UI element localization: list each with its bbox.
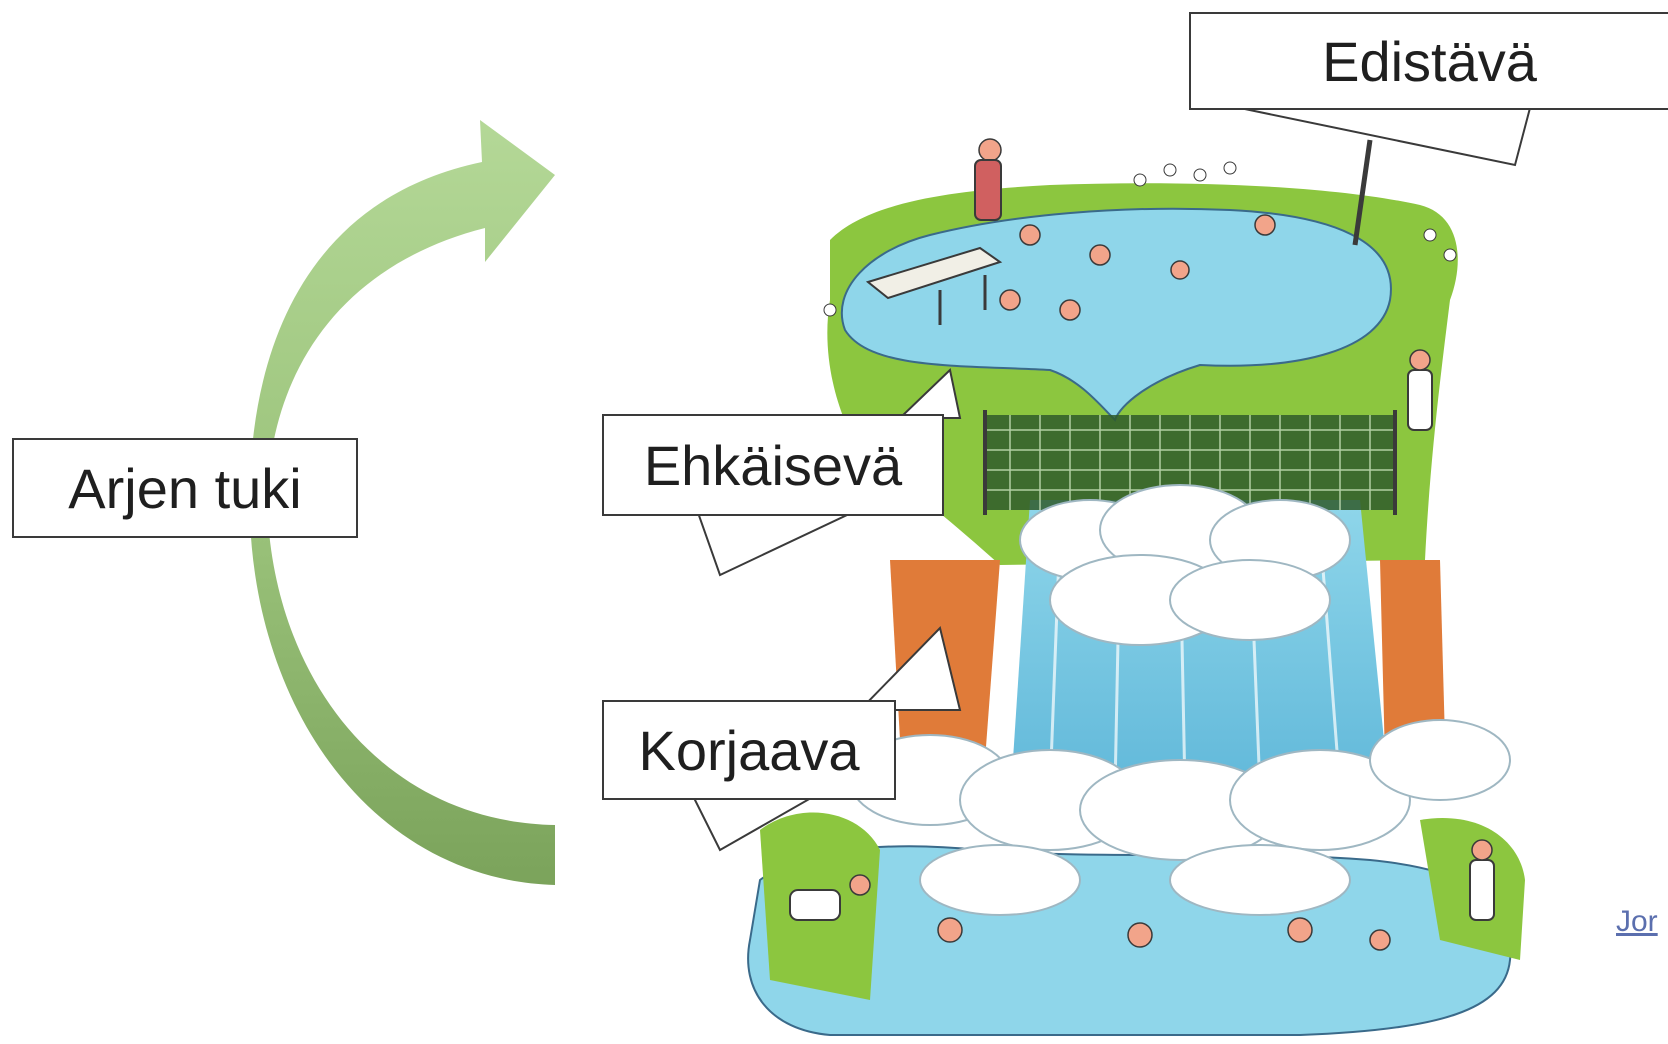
label-korjaava: Korjaava <box>602 700 896 800</box>
diving-board-icon <box>865 246 1003 325</box>
source-link[interactable]: Jor <box>1616 905 1658 938</box>
label-ehkaiseva: Ehkäisevä <box>602 414 944 516</box>
waterfall-illustration <box>747 138 1525 1036</box>
label-edistava: Edistävä <box>1189 12 1668 110</box>
curved-arrow-icon <box>249 120 555 885</box>
label-arjen-tuki: Arjen tuki <box>12 438 358 538</box>
sign-post-icon <box>1352 139 1373 246</box>
